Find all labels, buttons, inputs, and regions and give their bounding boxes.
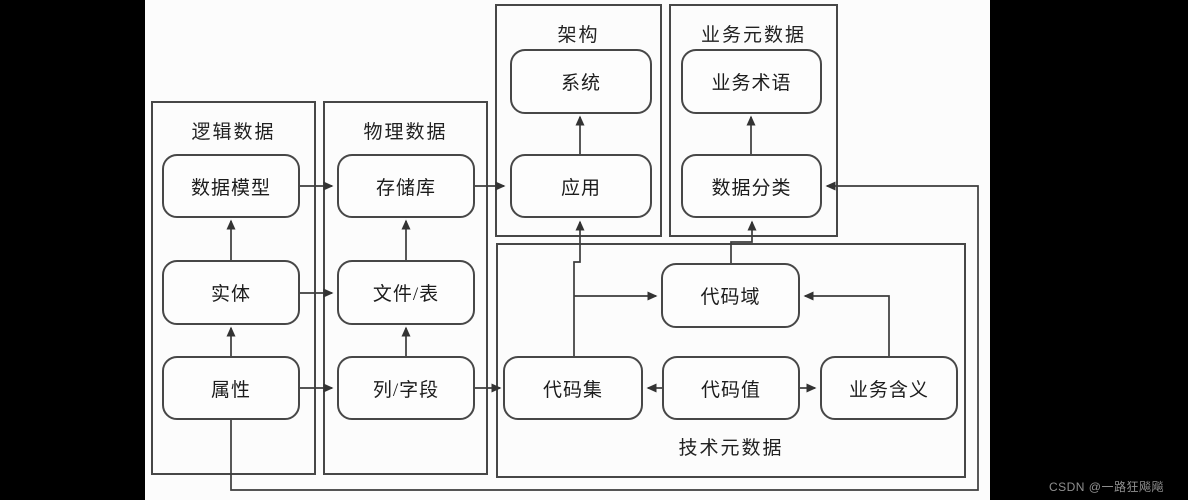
node-code-domain: 代码域 xyxy=(661,263,800,328)
csdn-watermark: CSDN @一路狂飚飚 xyxy=(1048,480,1164,494)
node-attribute: 属性 xyxy=(162,356,300,420)
node-column-field: 列/字段 xyxy=(337,356,475,420)
node-code-value: 代码值 xyxy=(662,356,800,420)
node-code-set: 代码集 xyxy=(503,356,643,420)
group-title-business-metadata: 业务元数据 xyxy=(700,25,806,46)
node-business-term: 业务术语 xyxy=(681,49,822,114)
node-application: 应用 xyxy=(510,154,652,218)
group-title-physical-data: 物理数据 xyxy=(363,122,448,143)
node-data-classification: 数据分类 xyxy=(681,154,822,218)
node-system: 系统 xyxy=(510,49,652,114)
node-repository: 存储库 xyxy=(337,154,475,218)
node-business-meaning: 业务含义 xyxy=(820,356,958,420)
group-title-technical-metadata: 技术元数据 xyxy=(678,438,784,459)
group-title-architecture: 架构 xyxy=(557,25,600,46)
node-file-table: 文件/表 xyxy=(337,260,475,325)
node-data-model: 数据模型 xyxy=(162,154,300,218)
node-entity: 实体 xyxy=(162,260,300,325)
group-title-logical-data: 逻辑数据 xyxy=(191,122,276,143)
